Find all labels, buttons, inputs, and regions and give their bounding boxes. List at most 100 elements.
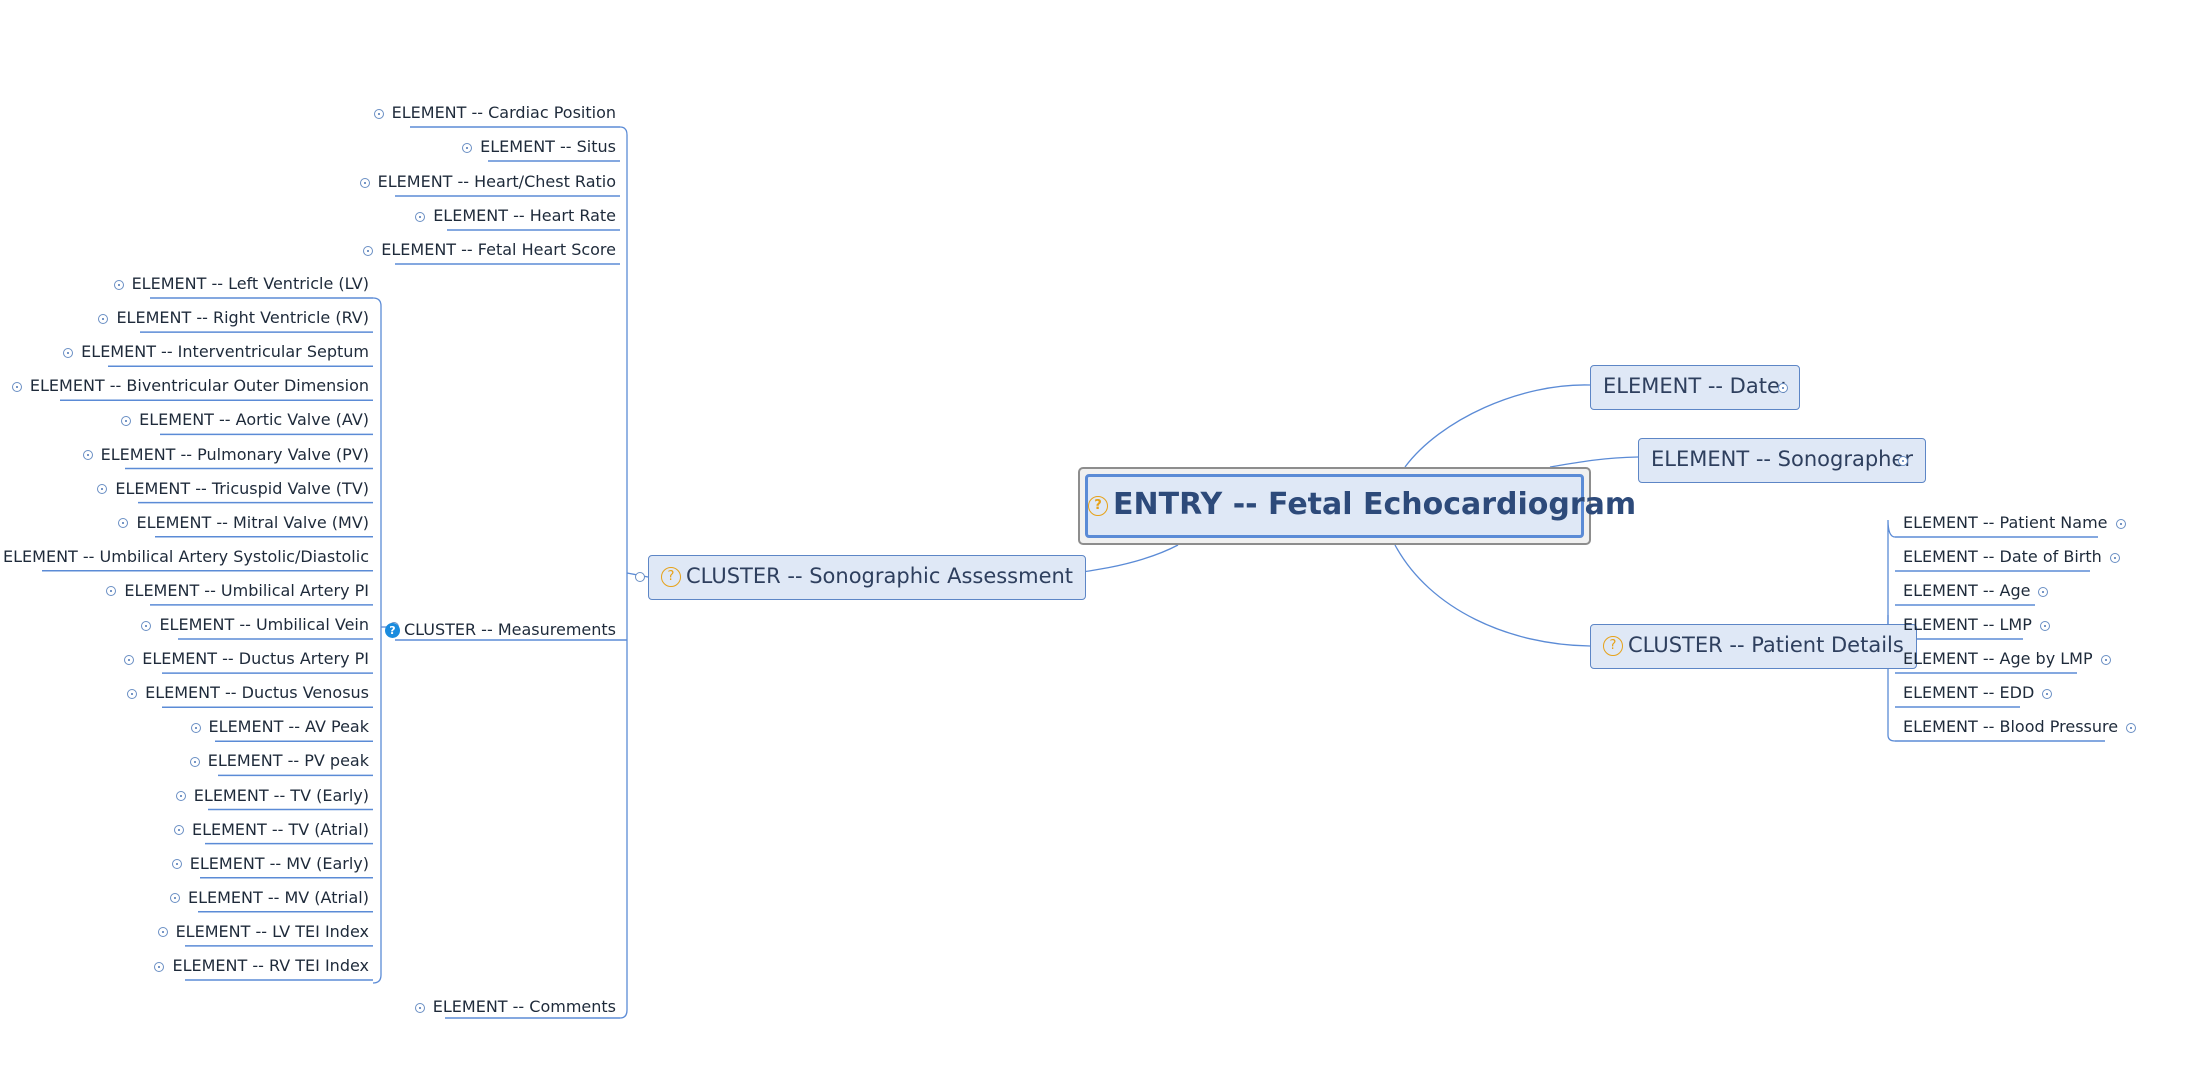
measurement-item-label: ELEMENT -- Right Ventricle (RV) bbox=[116, 308, 369, 328]
collapse-toggle-icon[interactable] bbox=[175, 791, 186, 801]
patient-detail-item[interactable]: ELEMENT -- Patient Name bbox=[1903, 513, 2126, 533]
measurement-item-label: ELEMENT -- RV TEI Index bbox=[172, 956, 369, 975]
measurement-item-label: ELEMENT -- Left Ventricle (LV) bbox=[131, 274, 369, 293]
measurement-item[interactable]: ELEMENT -- TV (Early) bbox=[175, 786, 369, 806]
collapse-toggle-icon[interactable] bbox=[171, 859, 182, 870]
collapse-toggle-icon[interactable] bbox=[11, 381, 22, 392]
measurement-item[interactable]: ELEMENT -- Ductus Artery PI bbox=[124, 649, 369, 669]
measurements-cluster[interactable]: ?CLUSTER -- Measurements bbox=[384, 620, 616, 640]
collapse-toggle-icon[interactable] bbox=[415, 211, 426, 222]
measurement-item[interactable]: ELEMENT -- RV TEI Index bbox=[154, 956, 369, 976]
connector-line bbox=[1404, 384, 1591, 468]
measurement-item[interactable]: ELEMENT -- Pulmonary Valve (PV) bbox=[82, 444, 369, 465]
collapse-toggle-icon[interactable] bbox=[414, 1002, 425, 1013]
measurement-item[interactable]: ELEMENT -- Tricuspid Valve (TV) bbox=[97, 479, 369, 499]
collapse-toggle-icon[interactable] bbox=[635, 572, 645, 582]
measurement-item-label: ELEMENT -- Aortic Valve (AV) bbox=[139, 410, 369, 430]
measurement-item[interactable]: ELEMENT -- Mitral Valve (MV) bbox=[118, 513, 369, 533]
measurement-item-label: ELEMENT -- AV Peak bbox=[208, 717, 369, 737]
measurement-item[interactable]: ELEMENT -- MV (Early) bbox=[171, 854, 369, 874]
patient-details-cluster-label: CLUSTER -- Patient Details bbox=[1628, 633, 1904, 657]
collapse-toggle-icon[interactable] bbox=[1778, 383, 1788, 393]
root-topic-label-box: ?ENTRY -- Fetal Echocardiogram bbox=[1085, 474, 1636, 538]
measurement-item-label: ELEMENT -- Ductus Venosus bbox=[145, 683, 369, 703]
patient-detail-item[interactable]: ELEMENT -- Blood Pressure bbox=[1903, 717, 2137, 737]
assessment-item[interactable]: ELEMENT -- Cardiac Position bbox=[373, 103, 616, 123]
assessment-item[interactable]: ELEMENT -- Fetal Heart Score bbox=[363, 240, 616, 260]
comments-topic[interactable]: ELEMENT -- Comments bbox=[414, 997, 616, 1017]
collapse-toggle-icon[interactable] bbox=[189, 756, 200, 767]
measurement-item[interactable]: ELEMENT -- PV peak bbox=[189, 751, 369, 771]
measurement-item[interactable]: ELEMENT -- MV (Atrial) bbox=[169, 887, 369, 908]
measurement-item[interactable]: ELEMENT -- Umbilical Artery PI bbox=[106, 581, 369, 601]
collapse-toggle-icon[interactable] bbox=[173, 825, 184, 836]
collapse-toggle-icon[interactable] bbox=[2109, 552, 2120, 563]
sonographer-topic[interactable]: ELEMENT -- Sonographer bbox=[1638, 438, 1927, 483]
assessment-item[interactable]: ELEMENT -- Heart Rate bbox=[415, 206, 616, 226]
collapse-toggle-icon[interactable] bbox=[98, 313, 109, 324]
patient-details-cluster[interactable]: ?CLUSTER -- Patient Details bbox=[1590, 624, 1917, 669]
patient-detail-item[interactable]: ELEMENT -- Date of Birth bbox=[1903, 547, 2120, 567]
measurement-item-label: ELEMENT -- Tricuspid Valve (TV) bbox=[115, 478, 369, 498]
assessment-item[interactable]: ELEMENT -- Situs bbox=[462, 137, 616, 157]
measurement-item[interactable]: ELEMENT -- Interventricular Septum bbox=[63, 342, 369, 362]
collapse-toggle-icon[interactable] bbox=[141, 620, 152, 631]
measurement-item-label: ELEMENT -- Pulmonary Valve (PV) bbox=[100, 444, 369, 464]
collapse-toggle-icon[interactable] bbox=[169, 893, 180, 904]
collapse-toggle-icon[interactable] bbox=[154, 961, 165, 972]
question-icon: ? bbox=[1603, 636, 1623, 656]
measurement-item[interactable]: ELEMENT -- Umbilical Artery Systolic/Dia… bbox=[0, 547, 369, 567]
assessment-item-label: ELEMENT -- Cardiac Position bbox=[391, 103, 616, 122]
collapse-toggle-icon[interactable] bbox=[359, 177, 370, 188]
assessment-item[interactable]: ELEMENT -- Heart/Chest Ratio bbox=[359, 172, 616, 192]
collapse-toggle-icon[interactable] bbox=[63, 347, 74, 358]
collapse-toggle-icon[interactable] bbox=[373, 108, 384, 119]
collapse-toggle-icon[interactable] bbox=[97, 484, 108, 495]
measurement-item-label: ELEMENT -- PV peak bbox=[207, 751, 369, 771]
collapse-toggle-icon[interactable] bbox=[118, 518, 129, 529]
measurement-item[interactable]: ELEMENT -- Left Ventricle (LV) bbox=[113, 274, 369, 294]
collapse-toggle-icon[interactable] bbox=[2115, 518, 2126, 529]
patient-detail-label: ELEMENT -- Age by LMP bbox=[1903, 649, 2093, 668]
measurement-item[interactable]: ELEMENT -- LV TEI Index bbox=[157, 922, 369, 942]
collapse-toggle-icon[interactable] bbox=[113, 279, 124, 290]
collapse-toggle-icon[interactable] bbox=[2039, 620, 2050, 631]
date-topic[interactable]: ELEMENT -- Date: bbox=[1590, 365, 1800, 410]
collapse-toggle-icon[interactable] bbox=[2126, 722, 2137, 733]
patient-detail-item[interactable]: ELEMENT -- Age by LMP bbox=[1903, 649, 2111, 669]
collapse-toggle-icon[interactable] bbox=[124, 654, 135, 665]
collapse-toggle-icon[interactable] bbox=[1898, 456, 1908, 466]
collapse-toggle-icon[interactable] bbox=[106, 586, 117, 597]
assessment-item-label: ELEMENT -- Situs bbox=[480, 137, 616, 156]
patient-detail-item[interactable]: ELEMENT -- EDD bbox=[1903, 683, 2053, 703]
collapse-toggle-icon[interactable] bbox=[127, 688, 138, 699]
collapse-toggle-icon[interactable] bbox=[82, 450, 93, 460]
measurements-cluster-label: CLUSTER -- Measurements bbox=[403, 620, 616, 639]
measurement-item-label: ELEMENT -- MV (Atrial) bbox=[187, 887, 369, 907]
collapse-toggle-icon[interactable] bbox=[157, 927, 168, 938]
collapse-toggle-icon[interactable] bbox=[2100, 654, 2111, 665]
patient-detail-item[interactable]: ELEMENT -- LMP bbox=[1903, 615, 2050, 635]
measurement-item[interactable]: ELEMENT -- Biventricular Outer Dimension bbox=[11, 376, 369, 396]
measurement-item[interactable]: ELEMENT -- AV Peak bbox=[190, 717, 369, 737]
collapse-toggle-icon[interactable] bbox=[363, 245, 374, 256]
measurement-item[interactable]: ELEMENT -- Umbilical Vein bbox=[141, 615, 369, 635]
collapse-toggle-icon[interactable] bbox=[121, 415, 132, 426]
patient-detail-item[interactable]: ELEMENT -- Age bbox=[1903, 581, 2049, 601]
date-topic-label: ELEMENT -- Date: bbox=[1603, 374, 1787, 398]
collapse-toggle-icon[interactable] bbox=[190, 722, 201, 733]
measurement-item[interactable]: ELEMENT -- TV (Atrial) bbox=[173, 820, 369, 840]
collapse-toggle-icon[interactable] bbox=[2042, 688, 2053, 699]
patient-detail-label: ELEMENT -- EDD bbox=[1903, 683, 2035, 702]
patient-detail-label: ELEMENT -- LMP bbox=[1903, 615, 2032, 634]
connector-line bbox=[1394, 544, 1591, 647]
collapse-toggle-icon[interactable] bbox=[2038, 586, 2049, 597]
measurement-item-label: ELEMENT -- Ductus Artery PI bbox=[142, 649, 369, 669]
measurement-item[interactable]: ELEMENT -- Aortic Valve (AV) bbox=[121, 410, 369, 430]
sonographic-assessment-cluster-label: CLUSTER -- Sonographic Assessment bbox=[686, 564, 1074, 588]
measurement-item[interactable]: ELEMENT -- Ductus Venosus bbox=[127, 683, 369, 703]
collapse-toggle-icon[interactable] bbox=[462, 142, 473, 153]
measurement-item[interactable]: ELEMENT -- Right Ventricle (RV) bbox=[98, 308, 369, 328]
root-topic[interactable]: ?ENTRY -- Fetal Echocardiogram bbox=[1078, 467, 1636, 545]
sonographic-assessment-cluster[interactable]: ?CLUSTER -- Sonographic Assessment bbox=[648, 555, 1087, 600]
